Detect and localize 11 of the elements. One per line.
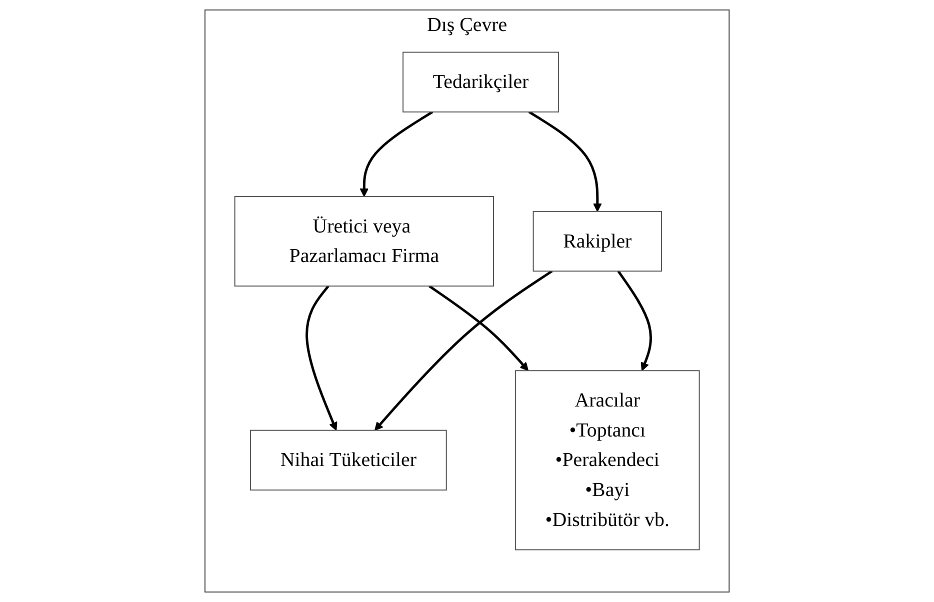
arrow xyxy=(360,110,434,197)
node-box: Tedarikçiler xyxy=(402,52,559,112)
node-box: Üretici veya Pazarlamacı Firma xyxy=(234,196,494,287)
arrow xyxy=(428,285,528,372)
node-box: Aracılar •Toptancı •Perakendeci •Bayi •Distribütör vb. xyxy=(514,370,700,550)
node-box: Rakipler xyxy=(532,210,662,272)
arrow xyxy=(306,285,338,431)
node-box: Nihai Tüketiciler xyxy=(250,430,447,491)
arrow xyxy=(617,270,652,372)
arrow xyxy=(528,110,602,212)
arrow xyxy=(374,270,553,431)
